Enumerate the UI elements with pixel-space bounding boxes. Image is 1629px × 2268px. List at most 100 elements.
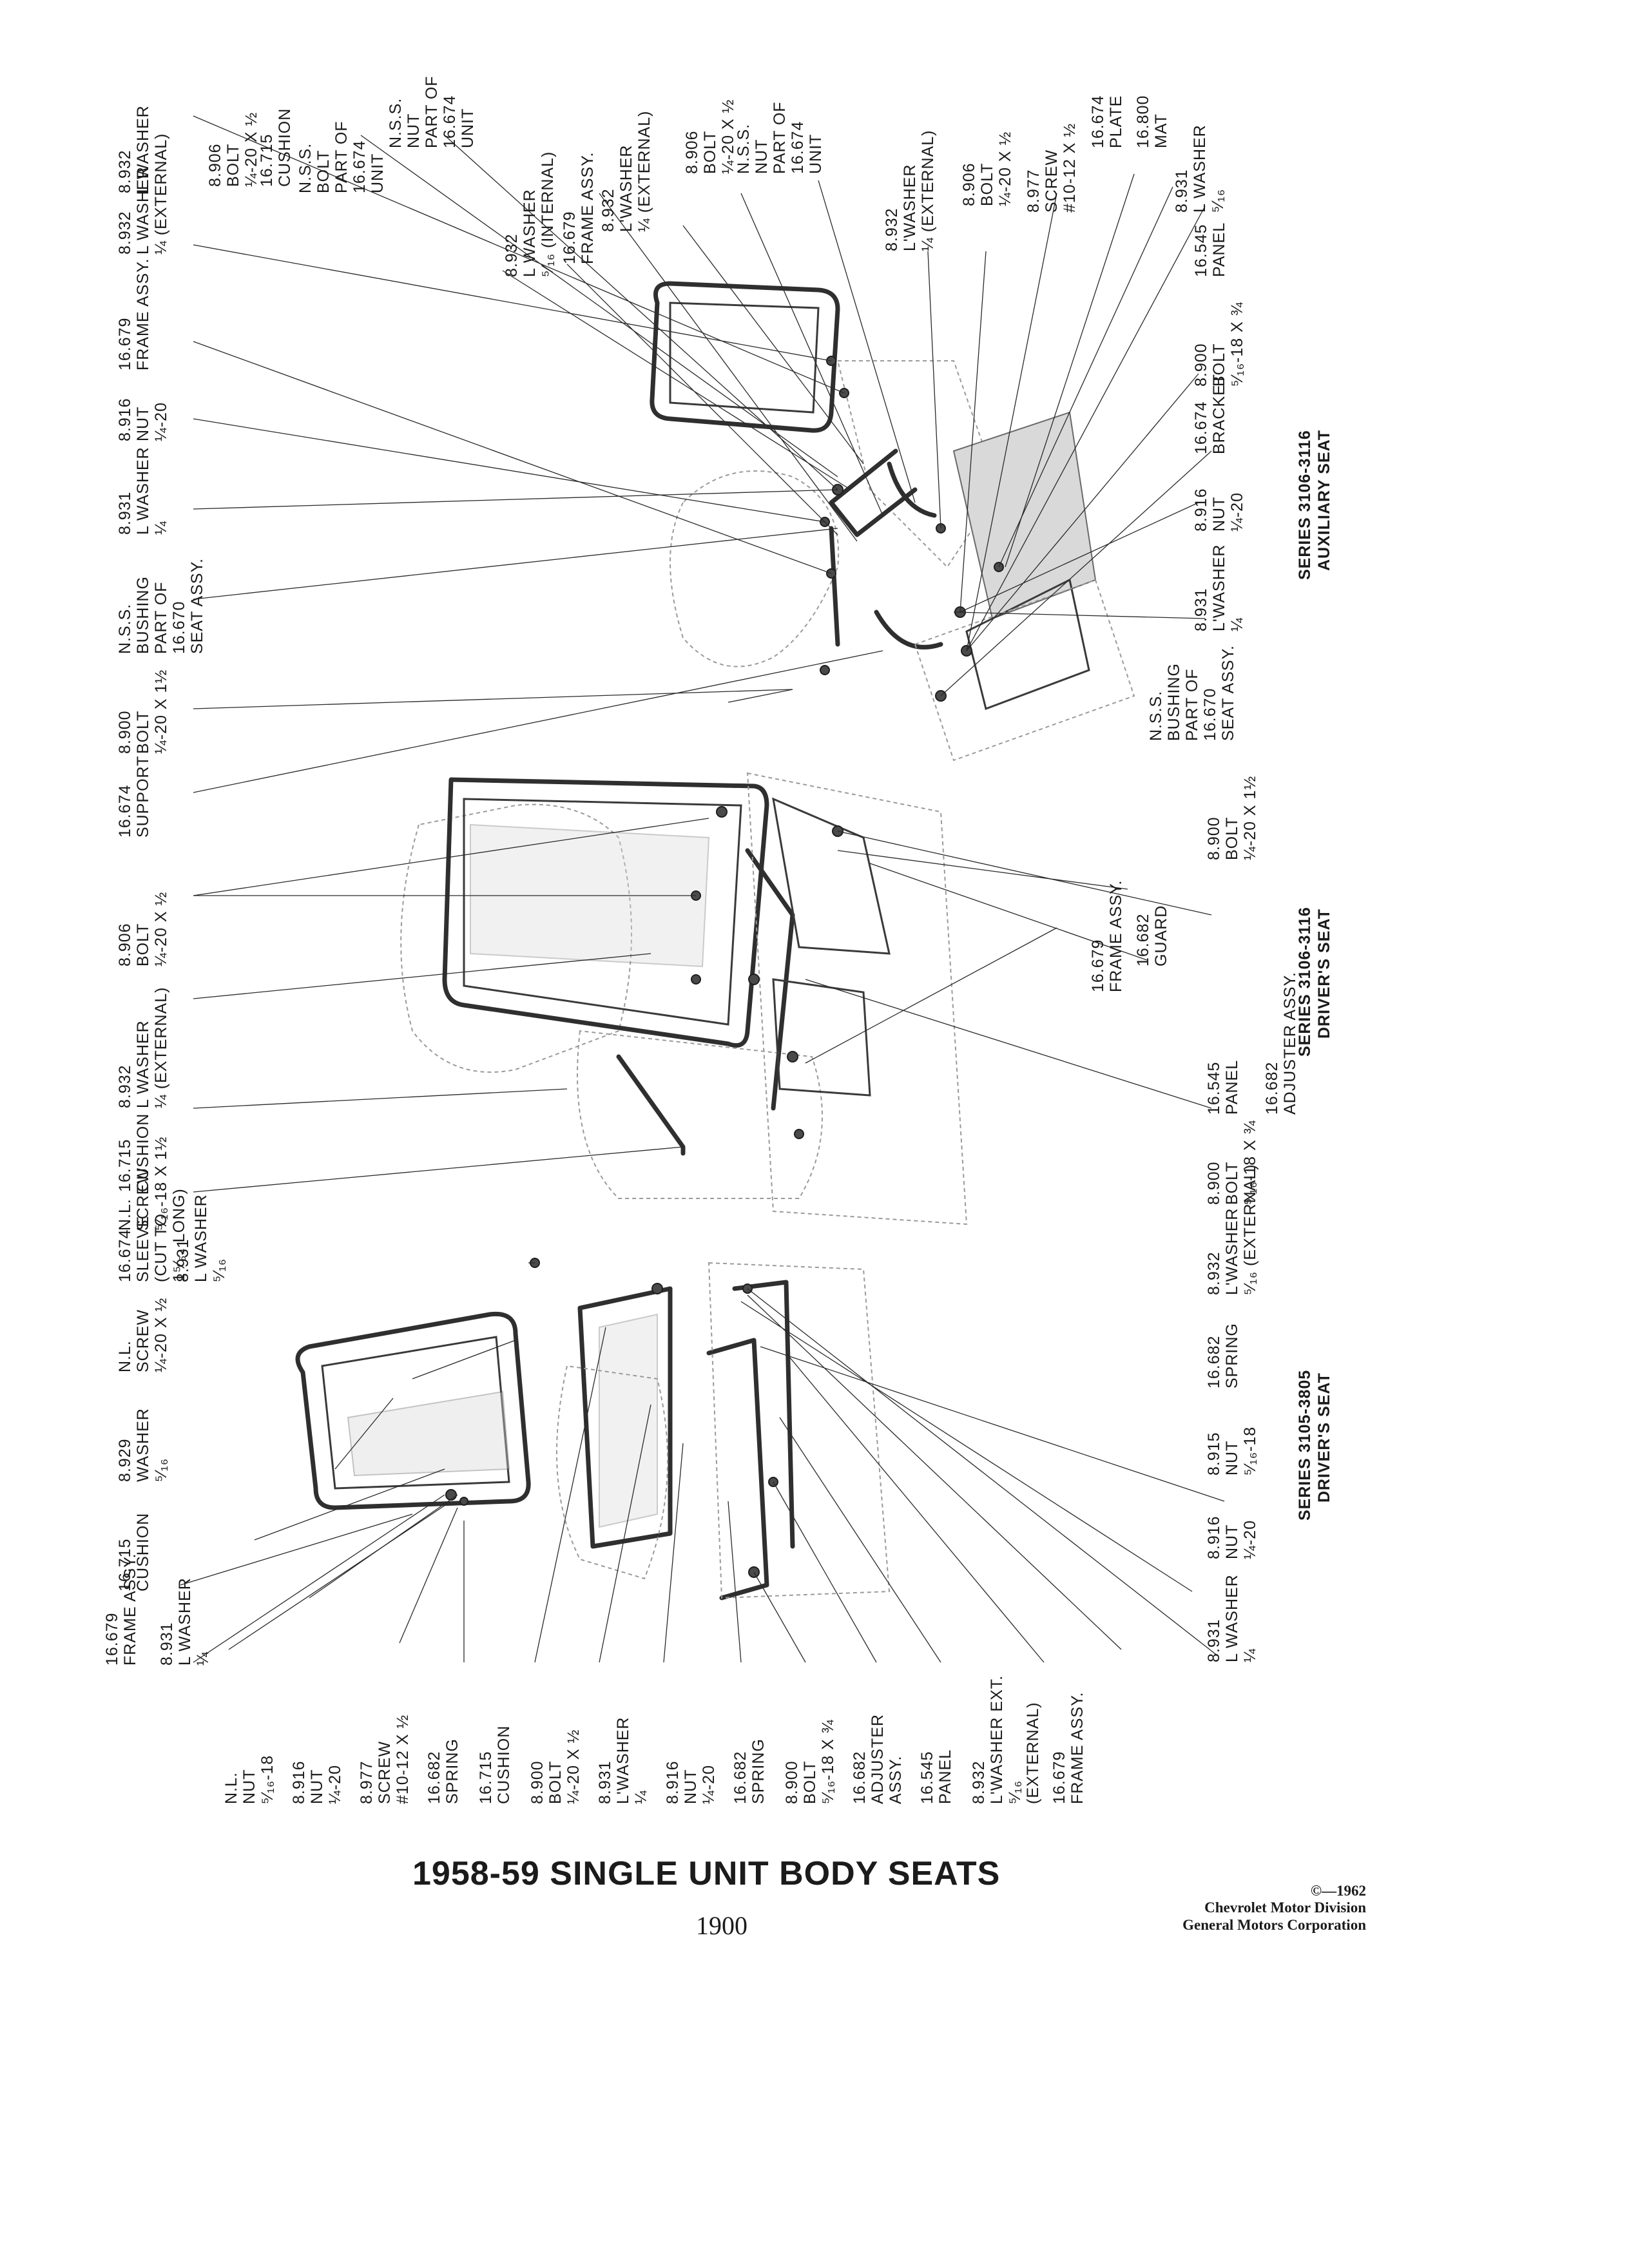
- part-number: N.S.S.: [116, 603, 134, 654]
- part-size: ⁵⁄₁₆-18 x ¾: [1241, 1120, 1259, 1205]
- part-note: PART OF: [333, 120, 351, 193]
- part-size: ⁵⁄₁₆: [1209, 188, 1227, 213]
- part-size: ¼-20: [700, 1765, 718, 1804]
- part-size: ¼-20: [326, 1765, 344, 1804]
- part-name: BOLT: [1210, 343, 1228, 387]
- part-note: (EXTERNAL): [1024, 1702, 1042, 1804]
- part-number: 8.916: [664, 1760, 682, 1804]
- part-name: NUT: [240, 1769, 258, 1804]
- part-size: ⁵⁄₁₆: [210, 1258, 228, 1282]
- part-number: 16.679: [103, 1612, 121, 1666]
- part-size: ⁵⁄₁₆-18 x ¾: [1228, 302, 1246, 387]
- part-note: PART OF: [423, 75, 441, 148]
- part-number: 8.977: [358, 1760, 376, 1804]
- part-size: ¼: [152, 521, 170, 535]
- part-number: 8.900: [1205, 1161, 1223, 1205]
- part-number: 8.916: [116, 398, 134, 441]
- part-size: ¼ (EXTERNAL): [919, 130, 937, 251]
- part-name: PANEL: [1210, 222, 1228, 277]
- part-number: 16.800: [1134, 95, 1152, 148]
- part-name: NUT: [1210, 496, 1228, 532]
- part-number: 8.900: [1192, 343, 1210, 387]
- part-name: BOLT: [314, 149, 333, 193]
- part-name: ADJUSTER: [869, 1714, 887, 1804]
- part-number: N.S.S.: [1147, 690, 1165, 741]
- part-name: SCREW: [134, 1309, 152, 1372]
- part-number: 16.715: [116, 1538, 134, 1591]
- part-number: 16.679: [1089, 939, 1107, 992]
- driver-seat-3105-illustration: [295, 1258, 891, 1600]
- part-number: 16.682: [1263, 1061, 1281, 1115]
- part-size: ¼-20 x ½: [996, 131, 1014, 206]
- part-ref-name: UNIT: [369, 153, 387, 193]
- part-name: BOLT: [801, 1760, 819, 1804]
- part-name: SUPPORT: [134, 755, 152, 838]
- section-series: SERIES 3105-3805: [1296, 1369, 1314, 1521]
- leader-lines: [180, 115, 1225, 1663]
- part-name: L WASHER: [1223, 1574, 1241, 1662]
- part-number: 8.932: [116, 211, 134, 255]
- part-number: 16.679: [561, 211, 579, 264]
- part-size: ¼-20: [1241, 1520, 1259, 1559]
- part-name: NUT: [682, 1769, 700, 1804]
- part-number: 8.932: [883, 207, 901, 251]
- part-number: 8.915: [1205, 1432, 1223, 1475]
- section-name: DRIVER'S SEAT: [1315, 1372, 1333, 1503]
- part-name: NUT: [405, 113, 423, 148]
- part-number: 8.900: [528, 1760, 546, 1804]
- copyright-block: ©—1962 Chevrolet Motor Division General …: [1095, 1883, 1366, 1934]
- part-ref-name: UNIT: [459, 108, 477, 148]
- part-size: ¼ (EXTERNAL): [152, 133, 170, 255]
- part-number: 16.545: [1205, 1061, 1223, 1115]
- part-name: BOLT: [134, 923, 152, 966]
- part-number: N.L.: [116, 1198, 134, 1231]
- part-name: BOLT: [701, 130, 719, 174]
- part-name: L WASHER: [134, 105, 152, 193]
- part-number: 16.682: [425, 1751, 443, 1804]
- part-name: L WASHER: [1191, 124, 1209, 213]
- part-size: ¼-20 x ½: [152, 891, 170, 966]
- part-name: SPRING: [1223, 1323, 1241, 1389]
- part-name: BOLT: [978, 162, 996, 206]
- part-number: 16.715: [116, 1139, 134, 1192]
- part-number: 8.906: [683, 130, 701, 174]
- part-name: FRAME ASSY.: [134, 258, 152, 371]
- part-number: 8.916: [1192, 488, 1210, 532]
- part-number: 8.931: [174, 1238, 192, 1282]
- part-number: 16.715: [258, 133, 276, 187]
- part-name: CUSHION: [134, 1113, 152, 1192]
- part-number: 16.679: [116, 317, 134, 370]
- part-number: 8.931: [596, 1760, 614, 1804]
- part-size: ⁵⁄₁₆-18 x ¾: [819, 1719, 837, 1804]
- part-name: CUSHION: [276, 108, 294, 187]
- part-number: 8.932: [970, 1760, 988, 1804]
- part-number: N.S.S.: [387, 97, 405, 148]
- part-size: ⁵⁄₁₆ (INTERNAL): [539, 151, 557, 277]
- auxiliary-seat-illustration: [650, 281, 1135, 762]
- part-name: L'WASHER: [1210, 544, 1228, 631]
- part-number: 16.682: [851, 1751, 869, 1804]
- part-size: ⁵⁄₁₆-18 x 1½: [152, 1136, 170, 1231]
- part-name: FRAME ASSY.: [1068, 1691, 1086, 1805]
- part-ref: 16.670: [170, 601, 188, 654]
- part-number: 16.682: [1205, 1335, 1223, 1389]
- part-name: L'WASHER: [614, 1716, 632, 1804]
- part-name: BOLT: [546, 1760, 564, 1804]
- part-number: 16.679: [1050, 1751, 1068, 1804]
- part-name: NUT: [134, 406, 152, 441]
- copyright-corporation: General Motors Corporation: [1182, 1916, 1366, 1933]
- part-name: L WASHER: [134, 447, 152, 535]
- part-name: L'WASHER: [617, 144, 635, 232]
- part-name: BOLT: [224, 143, 242, 187]
- part-number: 16.674: [1089, 95, 1107, 148]
- part-ref: 16.674: [441, 95, 459, 148]
- part-size: ⁵⁄₁₆: [152, 1457, 170, 1482]
- part-ref-name: UNIT: [807, 133, 825, 174]
- part-size: #10-12 x ½: [394, 1714, 412, 1804]
- part-size: ⁵⁄₁₆-18: [1241, 1426, 1259, 1475]
- part-number: 8.916: [1205, 1515, 1223, 1559]
- part-name: FRAME ASSY.: [1107, 879, 1125, 993]
- part-name: PANEL: [936, 1749, 954, 1804]
